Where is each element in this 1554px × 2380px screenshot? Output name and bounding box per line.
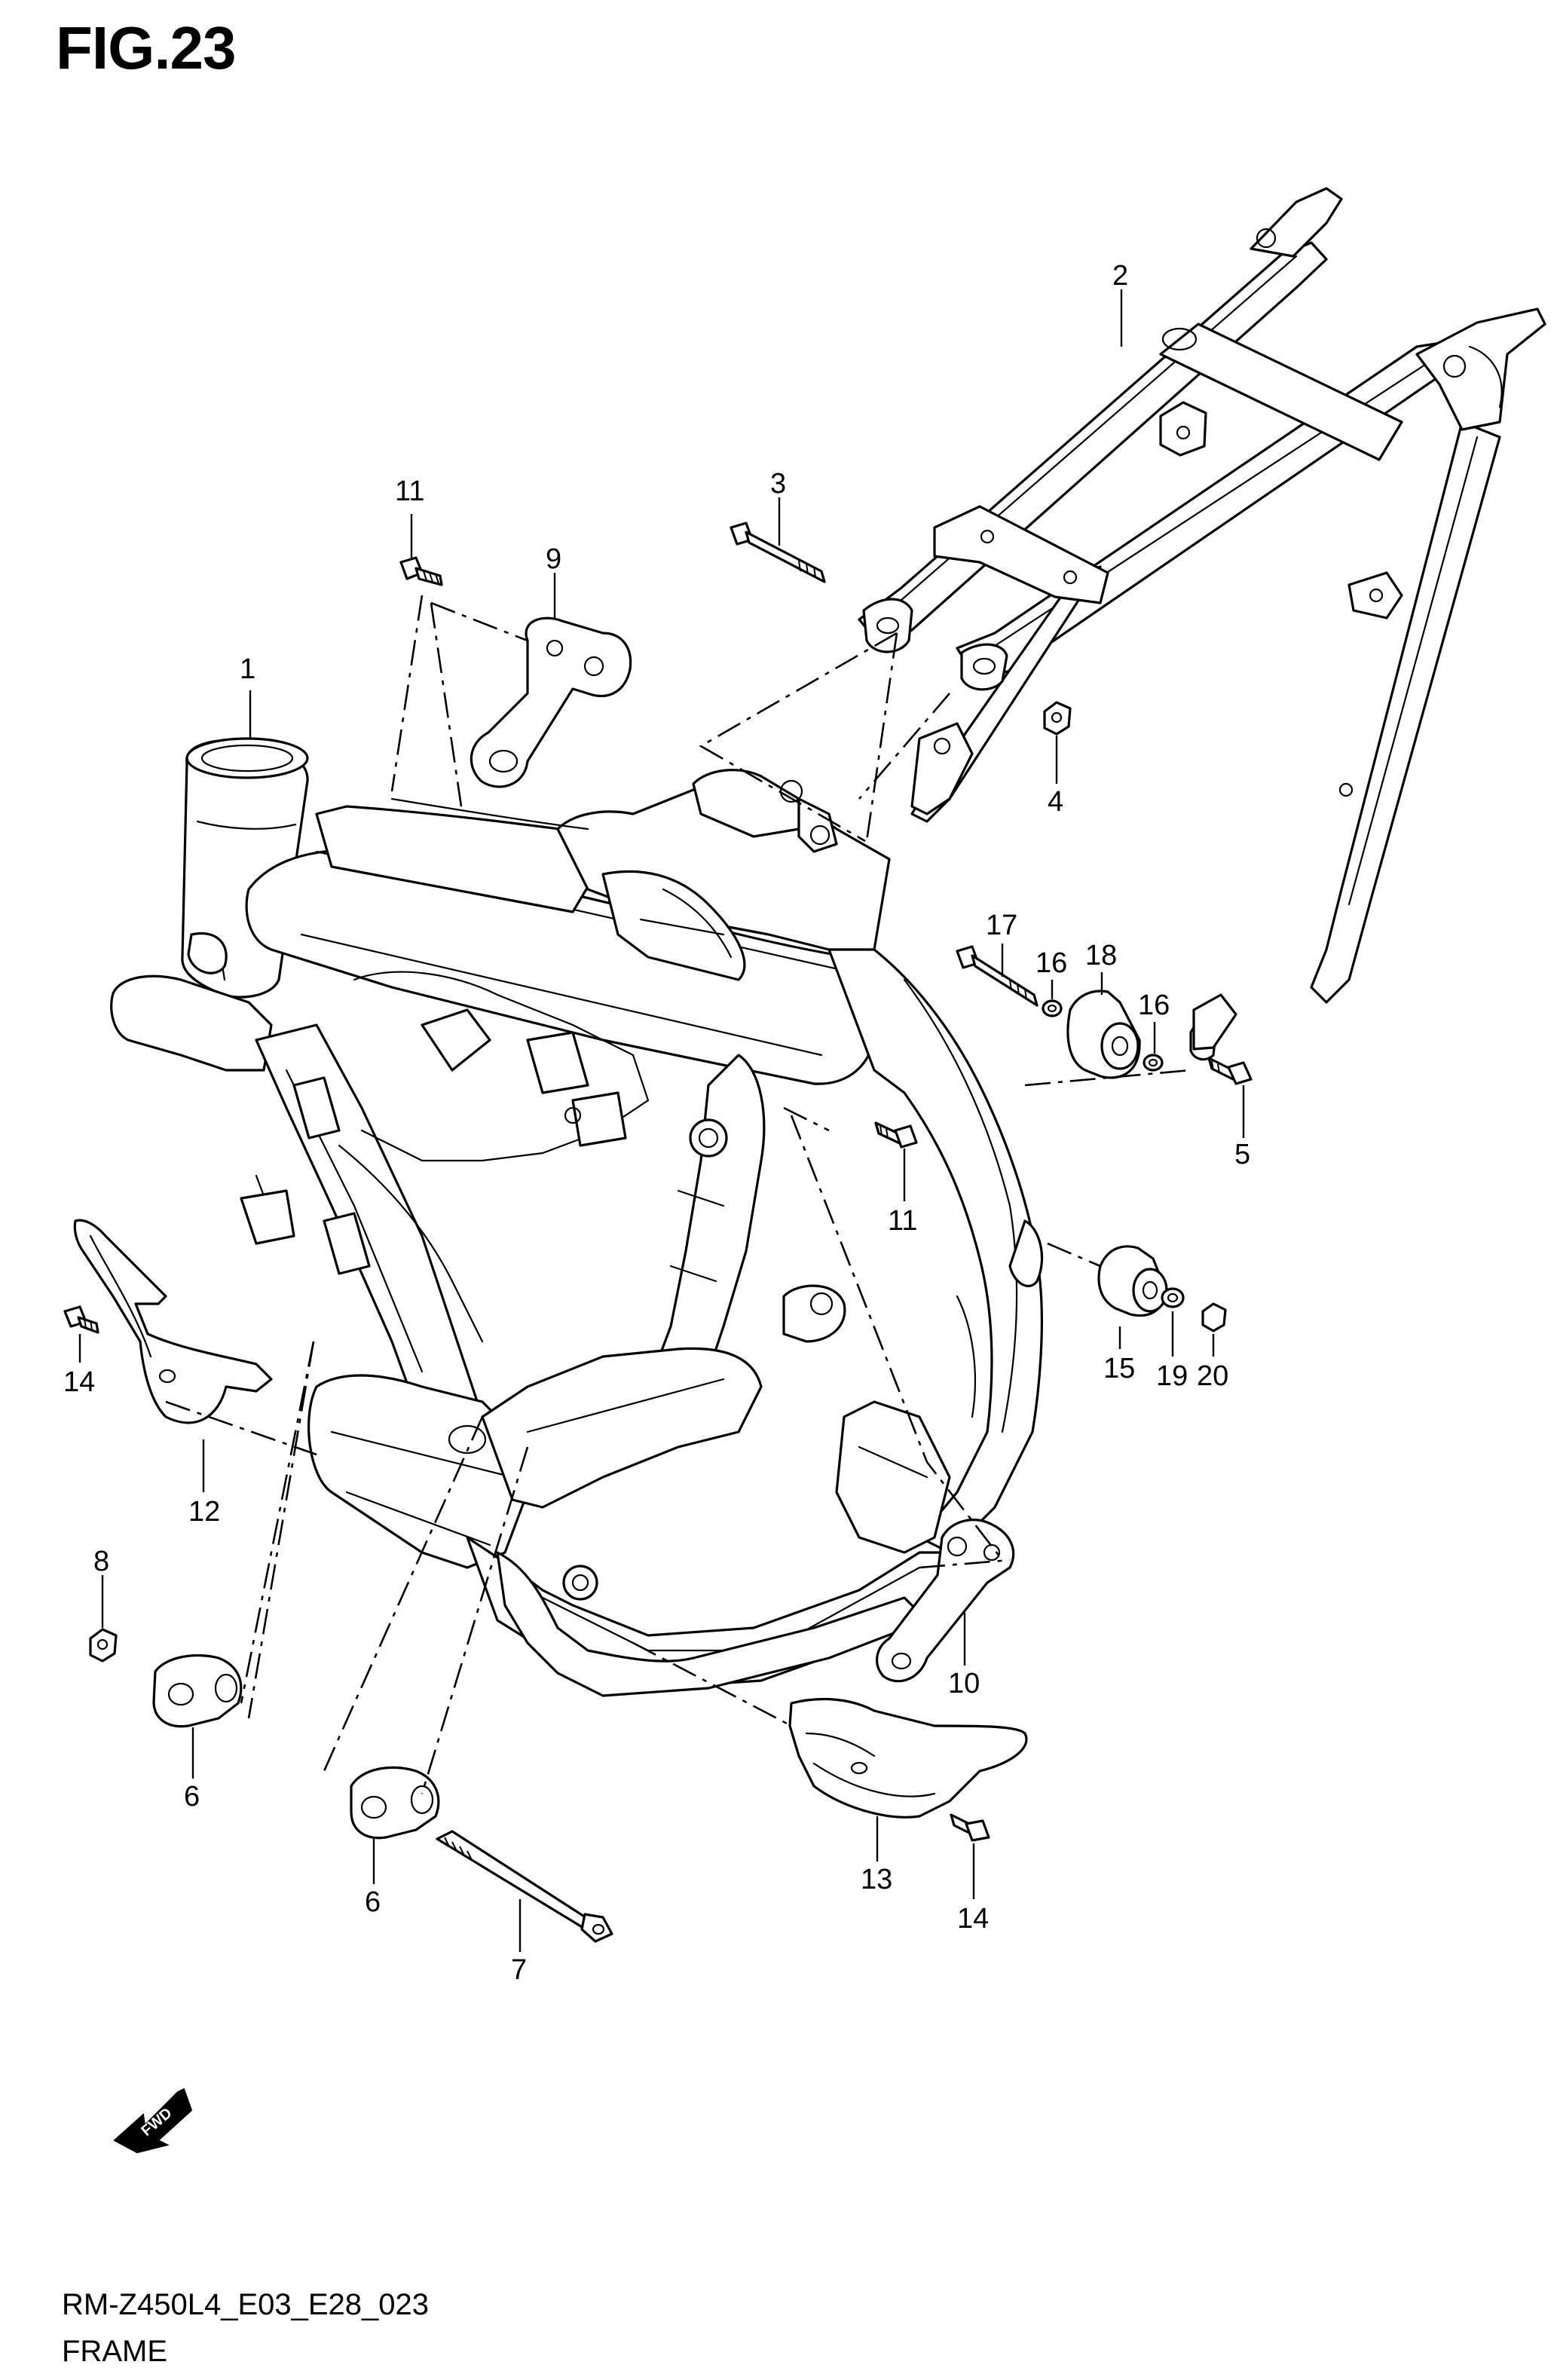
main-frame bbox=[110, 737, 1044, 1697]
callout-2: 2 bbox=[1112, 260, 1128, 292]
callout-11b: 11 bbox=[888, 1205, 917, 1237]
nut-8 bbox=[89, 1628, 118, 1663]
bolt-5 bbox=[1207, 1057, 1253, 1085]
callout-5: 5 bbox=[1234, 1139, 1250, 1170]
callout-13: 13 bbox=[861, 1864, 892, 1895]
engine-bracket-6a bbox=[152, 1653, 243, 1728]
callout-14b: 14 bbox=[957, 1903, 989, 1935]
diagram-code: RM-Z450L4_E03_E28_023 bbox=[62, 2288, 430, 2321]
callout-16a: 16 bbox=[1035, 947, 1067, 979]
bolt-11-upper bbox=[399, 556, 443, 586]
figure-title: FIG.23 bbox=[56, 14, 237, 81]
callout-labels: 1 2 3 4 5 6 6 7 8 9 10 11 11 12 13 14 14… bbox=[63, 260, 1250, 1986]
engine-bracket-6b bbox=[350, 1766, 440, 1840]
bolt-3 bbox=[730, 522, 826, 583]
nut-20 bbox=[1201, 1302, 1227, 1332]
phantom-lines bbox=[165, 595, 1192, 1794]
callout-6a: 6 bbox=[184, 1781, 200, 1813]
bolt-17 bbox=[956, 945, 1039, 1007]
callout-20: 20 bbox=[1197, 1360, 1228, 1392]
nut-4 bbox=[1043, 701, 1072, 736]
leader-lines bbox=[78, 289, 1245, 1952]
callout-12: 12 bbox=[188, 1496, 220, 1528]
collar-18 bbox=[1066, 990, 1141, 1079]
bolt-14-right bbox=[950, 1813, 990, 1842]
callout-10: 10 bbox=[948, 1668, 980, 1699]
frame-guard-12 bbox=[73, 1219, 273, 1424]
collar-15 bbox=[1097, 1245, 1168, 1317]
callout-9: 9 bbox=[546, 543, 561, 575]
callout-19: 19 bbox=[1156, 1360, 1188, 1392]
callout-11a: 11 bbox=[395, 476, 424, 507]
skid-plate-13 bbox=[788, 1697, 1028, 1819]
diagram-name: FRAME bbox=[62, 2335, 167, 2368]
callout-17: 17 bbox=[986, 910, 1017, 941]
callout-8: 8 bbox=[93, 1546, 109, 1577]
rear-subframe bbox=[858, 187, 1546, 1061]
washer-19 bbox=[1161, 1287, 1185, 1308]
callout-15: 15 bbox=[1103, 1353, 1135, 1384]
forward-arrow-icon: FWD bbox=[113, 2088, 193, 2154]
washer-16a bbox=[1042, 999, 1063, 1017]
callout-14a: 14 bbox=[63, 1366, 95, 1398]
bolt-7 bbox=[436, 1830, 613, 1943]
callout-16b: 16 bbox=[1138, 990, 1170, 1021]
callout-1: 1 bbox=[240, 653, 255, 685]
engine-bracket-9 bbox=[470, 616, 632, 788]
washer-16b bbox=[1143, 1054, 1164, 1072]
callout-18: 18 bbox=[1085, 940, 1117, 971]
callout-6b: 6 bbox=[365, 1886, 381, 1918]
bolt-14-left bbox=[63, 1305, 99, 1334]
callout-7: 7 bbox=[511, 1954, 527, 1986]
callout-4: 4 bbox=[1048, 786, 1063, 818]
callout-3: 3 bbox=[770, 468, 786, 500]
bolt-11-lower bbox=[874, 1121, 918, 1149]
